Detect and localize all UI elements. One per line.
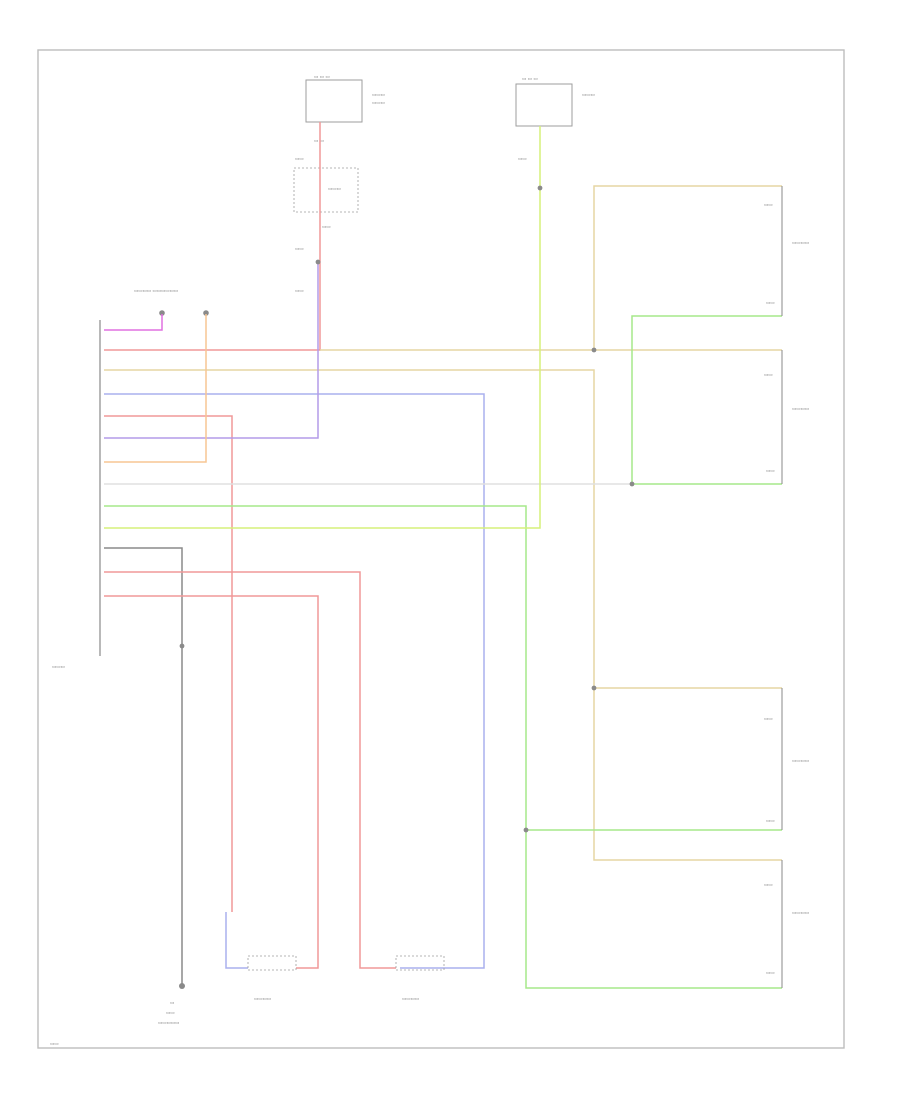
svg-text:▭▭: ▭▭ bbox=[295, 247, 304, 252]
wires bbox=[104, 122, 782, 989]
svg-text:▭▭: ▭▭ bbox=[766, 469, 775, 474]
wire-yellow-green bbox=[104, 126, 541, 529]
ground-symbol-icon: ▭ ▭▭ ▭▭▭▭▭ bbox=[158, 983, 185, 1026]
wire-tan-3 bbox=[104, 369, 782, 861]
left-tweeter: ▭▭▭▭ bbox=[247, 955, 297, 1002]
svg-text:▭▭▭▭▭: ▭▭▭▭▭ bbox=[158, 1021, 179, 1026]
wire-tan-1 bbox=[320, 185, 782, 351]
fuse-block-2: ▭ ▭ ▭ ▭▭▭ ▭▭ bbox=[515, 77, 595, 162]
svg-text:▭▭: ▭▭ bbox=[764, 717, 773, 722]
svg-text:▭▭: ▭▭ bbox=[322, 225, 331, 230]
svg-text:▭▭: ▭▭ bbox=[518, 157, 527, 162]
wire-pink-4 bbox=[104, 595, 319, 969]
wire-pink-2 bbox=[104, 415, 233, 912]
rear-left-speaker: ▭▭ ▭▭▭▭ ▭▭ bbox=[764, 860, 809, 988]
svg-text:▭▭▭▭: ▭▭▭▭ bbox=[792, 911, 809, 916]
svg-text:▭▭: ▭▭ bbox=[295, 289, 304, 294]
svg-text:▭▭▭▭: ▭▭▭▭ bbox=[792, 241, 809, 246]
svg-text:▭: ▭ bbox=[170, 1001, 174, 1006]
svg-text:▭▭▭▭: ▭▭▭▭ bbox=[402, 997, 419, 1002]
svg-text:▭▭: ▭▭ bbox=[764, 203, 773, 208]
rear-right-speaker: ▭▭ ▭▭▭▭ ▭▭ bbox=[764, 350, 809, 484]
svg-text:▭ ▭: ▭ ▭ bbox=[314, 139, 324, 144]
svg-text:▭▭▭: ▭▭▭ bbox=[372, 93, 385, 98]
wire-green-3 bbox=[104, 505, 782, 989]
splice-points bbox=[179, 185, 635, 833]
svg-text:▭▭: ▭▭ bbox=[766, 819, 775, 824]
svg-text:▭▭▭: ▭▭▭ bbox=[582, 93, 595, 98]
wire-pink-feed bbox=[104, 122, 321, 351]
svg-text:▭▭▭: ▭▭▭ bbox=[372, 101, 385, 106]
wire-pink-3 bbox=[104, 571, 396, 969]
svg-text:▭▭▭: ▭▭▭ bbox=[328, 187, 341, 192]
svg-text:▭▭▭▭: ▭▭▭▭ bbox=[792, 407, 809, 412]
diagram-footer: ▭▭ bbox=[50, 1042, 59, 1047]
svg-text:▭▭: ▭▭ bbox=[295, 157, 304, 162]
front-left-speaker: ▭▭ ▭▭▭▭ ▭▭ bbox=[764, 688, 809, 830]
svg-text:▭▭: ▭▭ bbox=[764, 883, 773, 888]
svg-text:▭▭: ▭▭ bbox=[766, 301, 775, 306]
svg-text:▭▭: ▭▭ bbox=[766, 971, 775, 976]
svg-text:▭▭: ▭▭ bbox=[166, 1011, 175, 1016]
wire-black bbox=[104, 547, 183, 986]
wire-magenta bbox=[104, 314, 163, 331]
wire-blue-2 bbox=[225, 912, 248, 969]
right-tweeter: ▭▭▭▭ bbox=[395, 955, 445, 1002]
svg-text:▭ ▭ ▭: ▭ ▭ ▭ bbox=[314, 75, 330, 80]
wire-blue bbox=[104, 393, 485, 969]
radio-connector: ▭▭▭▭ ▭▭▭▭▭▭ bbox=[99, 289, 209, 656]
svg-text:▭▭: ▭▭ bbox=[764, 373, 773, 378]
svg-text:▭ ▭ ▭: ▭ ▭ ▭ bbox=[522, 77, 538, 82]
front-right-speaker: ▭▭ ▭▭▭▭ ▭▭ bbox=[764, 186, 809, 316]
svg-text:▭▭▭▭ ▭▭▭▭▭▭: ▭▭▭▭ ▭▭▭▭▭▭ bbox=[134, 289, 178, 294]
svg-text:▭▭▭▭: ▭▭▭▭ bbox=[792, 759, 809, 764]
svg-text:▭▭▭▭: ▭▭▭▭ bbox=[254, 997, 271, 1002]
wire-green-2 bbox=[631, 315, 782, 484]
fuse-block-1: ▭ ▭ ▭ ▭▭▭ ▭▭▭ ▭ ▭ ▭▭ ▭▭▭ ▭▭ ▭▭ ▭▭ bbox=[293, 75, 385, 294]
diagram-frame bbox=[37, 49, 845, 1049]
wire-orange bbox=[104, 314, 207, 463]
radio-label: ▭▭▭ bbox=[52, 665, 65, 670]
wire-purple bbox=[104, 262, 319, 439]
